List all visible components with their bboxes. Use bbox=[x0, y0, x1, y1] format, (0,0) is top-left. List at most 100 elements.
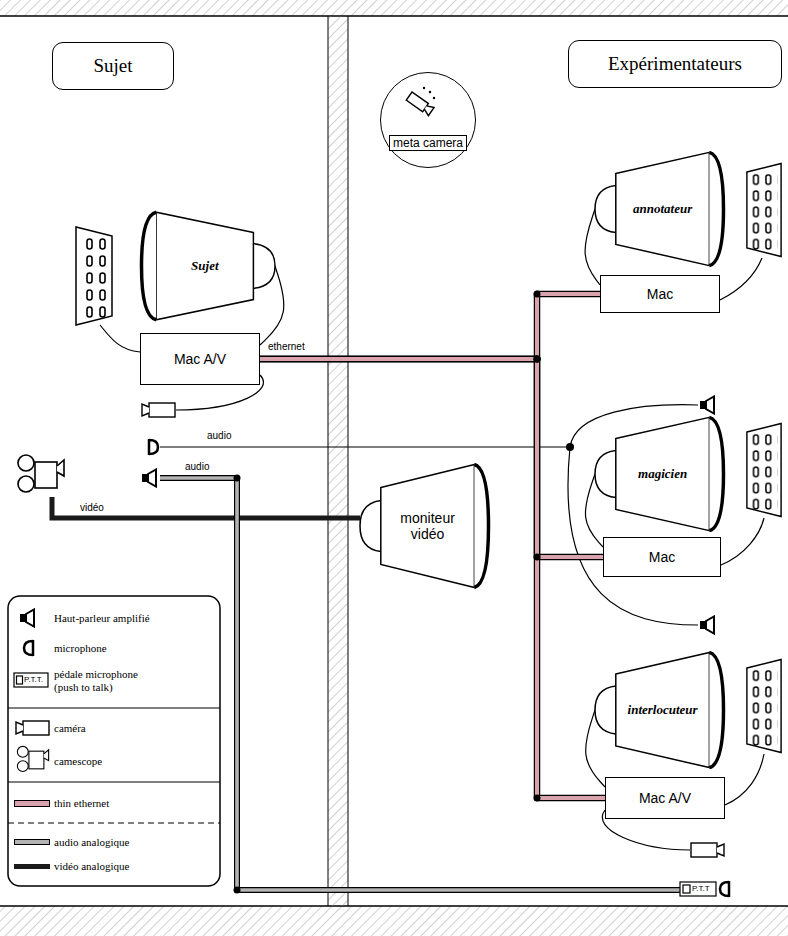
pedal-button bbox=[17, 676, 23, 684]
dot bbox=[429, 91, 431, 93]
text-holder: Sujet bbox=[140, 210, 275, 322]
text-holder: Mac A/V bbox=[606, 778, 724, 818]
monitor-back bbox=[595, 686, 616, 734]
legend-swatch bbox=[14, 864, 50, 869]
meta-camera-icon bbox=[406, 92, 434, 116]
camera-symbol bbox=[16, 721, 49, 735]
rays bbox=[423, 87, 435, 99]
camcorder-symbol bbox=[18, 455, 64, 492]
monitor-back bbox=[360, 500, 381, 551]
legend-text: pédale microphone (push to talk) bbox=[54, 668, 162, 694]
microphone-symbol bbox=[149, 439, 158, 455]
keyboard-cable bbox=[720, 258, 762, 300]
ethernet-core bbox=[260, 359, 603, 557]
legend-text: audio analogique bbox=[54, 836, 204, 849]
speaker-symbol bbox=[700, 397, 714, 414]
monitor-back bbox=[595, 450, 616, 497]
monitor-screen bbox=[709, 152, 723, 265]
wall-line bbox=[328, 16, 329, 906]
ptt-pedal bbox=[680, 882, 716, 896]
text-holder: magicien bbox=[595, 415, 725, 533]
ethernet-core bbox=[260, 359, 605, 798]
monitor: annotateur bbox=[595, 150, 725, 268]
text-holder: meta camera bbox=[381, 73, 475, 167]
speaker-symbol bbox=[142, 470, 156, 487]
legend-text: Haut-parleur amplifié bbox=[54, 612, 204, 625]
computer-box: Mac bbox=[600, 275, 720, 313]
node-text: magicien bbox=[638, 466, 687, 482]
monitor-screen bbox=[142, 212, 157, 320]
junction-dot bbox=[234, 475, 241, 482]
ethernet-outline bbox=[260, 294, 600, 359]
pedal-body bbox=[680, 882, 716, 896]
keyboard bbox=[76, 227, 112, 325]
speaker-symbol bbox=[20, 610, 34, 627]
wall-line bbox=[348, 16, 349, 906]
camera-lens bbox=[423, 103, 434, 115]
monitor-drawing bbox=[360, 465, 489, 588]
partition-wall bbox=[328, 16, 348, 906]
audio-wire bbox=[160, 446, 566, 447]
junction-dot bbox=[566, 443, 574, 451]
computer-box: Mac bbox=[603, 537, 721, 577]
text-holder: moniteur vidéo bbox=[360, 462, 490, 590]
legend-text: camescope bbox=[54, 755, 204, 768]
node-text: Mac A/V bbox=[639, 790, 691, 806]
ethernet-link bbox=[260, 294, 600, 359]
monitor: Sujet bbox=[140, 210, 275, 322]
monitor-body bbox=[381, 465, 475, 588]
legend-swatch bbox=[14, 839, 50, 845]
keyboard-cable bbox=[100, 325, 140, 352]
monitor-body bbox=[616, 152, 710, 265]
monitor-screen bbox=[709, 417, 723, 530]
monitor-body bbox=[616, 417, 710, 530]
legend bbox=[8, 596, 220, 886]
microphone-symbol bbox=[720, 881, 729, 897]
monitor-screen bbox=[474, 465, 488, 588]
meta-camera: meta camera bbox=[380, 72, 476, 168]
junction-dot bbox=[534, 554, 541, 561]
keyboard bbox=[747, 423, 781, 516]
monitor-screen bbox=[709, 652, 723, 767]
pedal-button bbox=[683, 885, 690, 893]
keyboard-cable bbox=[725, 754, 764, 805]
legend-text: caméra bbox=[54, 722, 204, 735]
node-text: Sujet bbox=[191, 258, 218, 274]
junction-dot bbox=[534, 795, 541, 802]
pedal-label: P.T.T. bbox=[24, 675, 43, 685]
video-monitor: moniteur vidéo bbox=[360, 462, 490, 590]
ethernet-outline bbox=[260, 359, 603, 557]
monitor-body bbox=[616, 652, 710, 767]
room-title: Sujet bbox=[93, 55, 132, 77]
wall-line bbox=[0, 905, 788, 907]
computer-box: Mac A/V bbox=[140, 333, 260, 385]
monitor-drawing bbox=[142, 212, 276, 320]
junction-dot bbox=[234, 887, 241, 894]
camera-symbol bbox=[142, 403, 175, 417]
ethernet-link bbox=[260, 359, 605, 798]
legend-box bbox=[8, 596, 220, 886]
legend-text: thin ethernet bbox=[54, 797, 204, 810]
monitor: interlocuteur bbox=[595, 650, 725, 770]
audio-wire bbox=[160, 478, 680, 890]
ethernet-outline bbox=[260, 359, 605, 798]
text-holder: Expérimentateurs bbox=[569, 41, 781, 87]
legend-text: microphone bbox=[54, 642, 204, 655]
pedal-label: P.T.T bbox=[692, 884, 710, 894]
camera-symbol bbox=[691, 843, 724, 857]
wall-line bbox=[0, 15, 788, 17]
monitor-drawing bbox=[595, 652, 724, 767]
text-holder: Mac A/V bbox=[141, 334, 259, 384]
keyboard-cable bbox=[721, 518, 764, 565]
node-text: Mac A/V bbox=[174, 351, 226, 367]
junction-dot bbox=[534, 356, 541, 363]
audio-wire-outline bbox=[160, 478, 680, 890]
keyboard bbox=[747, 659, 781, 752]
text-holder: Mac bbox=[604, 538, 720, 576]
monitor-drawing bbox=[595, 152, 724, 265]
room-label: Sujet bbox=[52, 42, 174, 90]
monitor-back bbox=[595, 185, 616, 232]
monitor-body bbox=[156, 212, 253, 320]
